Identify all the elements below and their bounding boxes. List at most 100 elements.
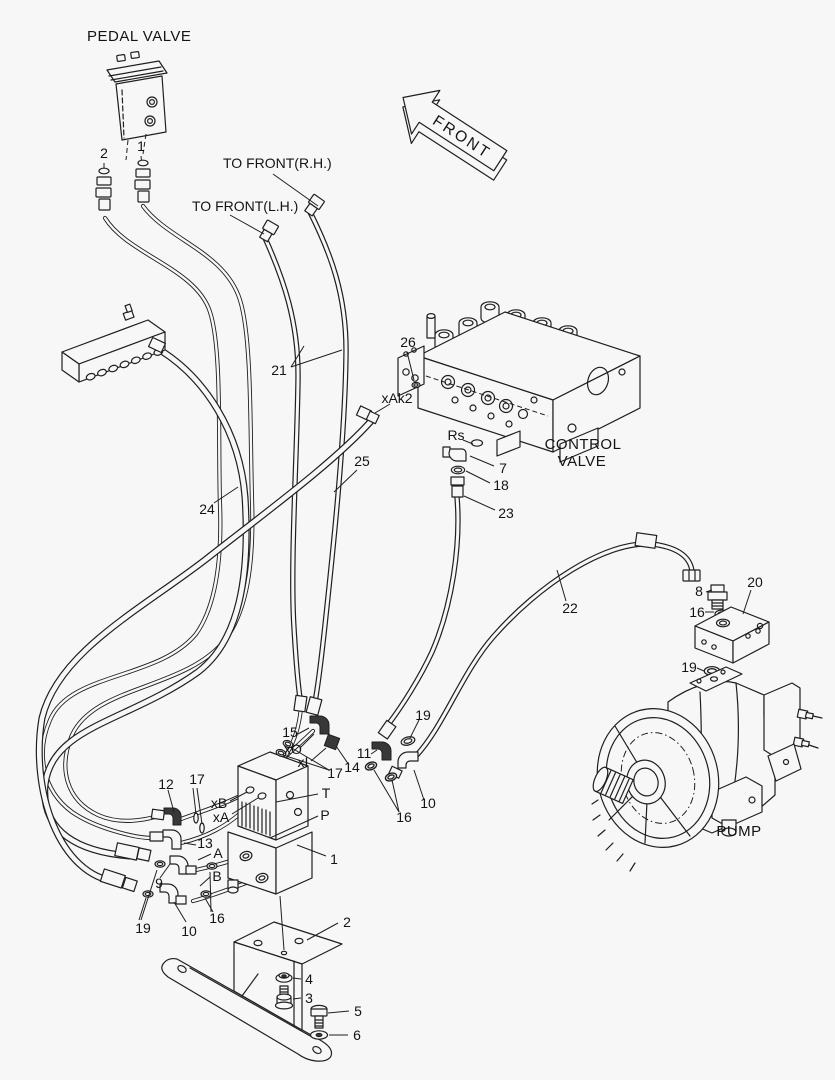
pedal-valve-assembly xyxy=(95,51,168,211)
callout-16-left: 16 xyxy=(209,910,225,926)
pilot-valve-block xyxy=(227,751,313,895)
callout-17-right: 17 xyxy=(327,765,343,781)
control-valve-assembly xyxy=(397,301,641,463)
callout-19-mid: 19 xyxy=(415,707,431,723)
callout-26: 26 xyxy=(400,334,416,350)
front-arrow: FRONT xyxy=(402,89,508,181)
pump-shaft xyxy=(592,766,634,805)
elbow-10-left xyxy=(159,883,187,905)
manifold-block xyxy=(61,303,167,383)
block-20 xyxy=(694,606,770,664)
hose-22 xyxy=(413,541,695,759)
fitting-cluster-left xyxy=(99,807,218,905)
elbow-11 xyxy=(371,741,392,761)
bracket-hardware xyxy=(274,972,329,1040)
to-front-fittings xyxy=(259,193,325,243)
callout-17-left: 17 xyxy=(189,771,205,787)
callout-21: 21 xyxy=(271,362,287,378)
port-xak2-label: xAk2 xyxy=(381,390,412,406)
callout-24: 24 xyxy=(199,501,215,517)
xak2-fitting xyxy=(355,405,380,425)
oring-19-left-b xyxy=(142,890,154,898)
hose-23 xyxy=(387,494,461,725)
pump-inlet-parts xyxy=(634,532,770,677)
oring-16-left-b xyxy=(200,890,212,898)
elbow-12 xyxy=(163,807,182,826)
callout-18: 18 xyxy=(493,477,509,493)
callout-3: 3 xyxy=(305,990,313,1006)
callout-22: 22 xyxy=(562,600,578,616)
callout-2-bracket: 2 xyxy=(343,914,351,930)
oring-19-left-a xyxy=(154,860,166,868)
hose-pedal-2 xyxy=(40,215,223,841)
to-front-rh-label: TO FRONT(R.H.) xyxy=(223,155,332,171)
hose-25 xyxy=(35,416,376,886)
elbow-10-right xyxy=(388,751,419,779)
bolt-3 xyxy=(274,985,294,1010)
elbow-7 xyxy=(448,448,467,462)
callout-1-block: 1 xyxy=(330,851,338,867)
oring-19-mid xyxy=(399,734,417,748)
port-b-label: B xyxy=(212,868,221,884)
leader-lines xyxy=(138,173,752,1036)
port-rs-label: Rs xyxy=(447,427,464,443)
callout-23: 23 xyxy=(498,505,514,521)
callout-6: 6 xyxy=(353,1027,361,1043)
hose-21-lh xyxy=(262,235,303,701)
oring-17-left-b xyxy=(199,822,205,834)
fitting-cluster-center xyxy=(274,694,419,784)
oring-16-right-a xyxy=(363,759,379,773)
port-p-label: P xyxy=(320,807,329,823)
callout-2-pedal: 2 xyxy=(100,145,108,161)
hose-21-rh xyxy=(307,209,349,705)
port-a-label: A xyxy=(213,845,223,861)
callout-20: 20 xyxy=(747,574,763,590)
callout-12: 12 xyxy=(158,776,174,792)
callout-16-pump: 16 xyxy=(689,604,705,620)
callout-5: 5 xyxy=(354,1003,362,1019)
nut-4 xyxy=(275,972,293,983)
elbow-9 xyxy=(169,855,197,875)
port-xb-label: xB xyxy=(211,795,227,811)
callout-11: 11 xyxy=(357,745,372,761)
callout-25: 25 xyxy=(354,453,370,469)
callout-15: 15 xyxy=(282,724,298,740)
control-valve-label-1: CONTROL xyxy=(545,436,622,453)
port-xo-label: xO xyxy=(284,741,302,757)
fitting-8 xyxy=(707,584,728,610)
pump-label: PUMP xyxy=(716,823,761,840)
pump-assembly xyxy=(591,666,823,872)
callout-8: 8 xyxy=(695,583,703,599)
rs-fitting-chain xyxy=(442,446,467,498)
callout-7: 7 xyxy=(499,460,507,476)
callout-10-right: 10 xyxy=(420,795,436,811)
control-valve-label-2: VALVE xyxy=(558,453,607,470)
callout-19-pump: 19 xyxy=(681,659,697,675)
oring-16-right-b xyxy=(383,770,399,784)
callout-19-left: 19 xyxy=(135,920,151,936)
port-xa-label: xA xyxy=(213,809,230,825)
bolt-5 xyxy=(310,1004,328,1029)
callout-1-pedal: 1 xyxy=(137,138,145,154)
callout-9: 9 xyxy=(155,875,163,891)
callout-10-left: 10 xyxy=(181,923,197,939)
callout-13: 13 xyxy=(197,835,213,851)
to-front-lh-label: TO FRONT(L.H.) xyxy=(192,198,298,214)
oring-17-left-a xyxy=(193,812,199,824)
hoses xyxy=(35,203,695,904)
plug-26 xyxy=(411,381,421,389)
elbow-13 xyxy=(162,829,182,850)
mounting-bracket xyxy=(161,921,343,1062)
callout-14: 14 xyxy=(344,759,360,775)
pedal-valve-label: PEDAL VALVE xyxy=(87,28,191,45)
nut-14 xyxy=(323,733,341,751)
washer-6 xyxy=(309,1030,329,1040)
oring-18 xyxy=(450,465,466,475)
callout-16-right: 16 xyxy=(396,809,412,825)
callout-4: 4 xyxy=(305,971,313,987)
port-xi-label: xI xyxy=(298,754,309,770)
rs-port xyxy=(470,439,484,447)
port-t-label: T xyxy=(322,785,331,801)
